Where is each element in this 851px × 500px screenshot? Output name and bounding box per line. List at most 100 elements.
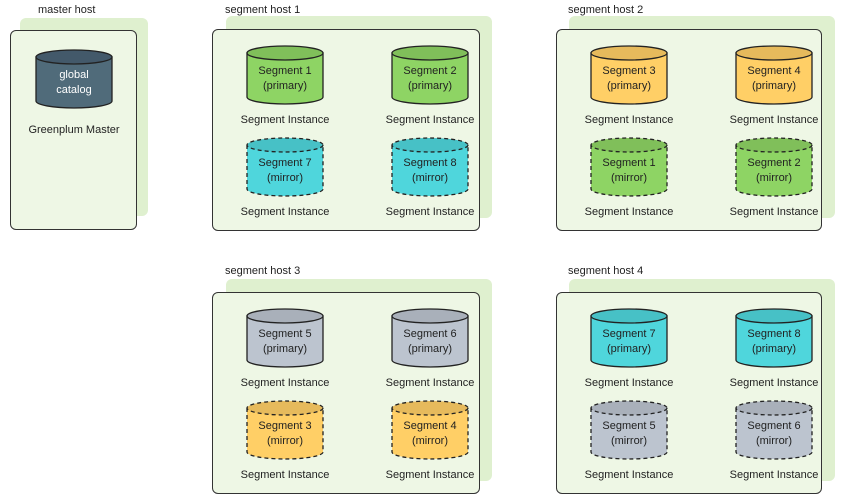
segment-instance: Segment 7(mirror)Segment Instance [235, 136, 335, 218]
segment-instance: Segment 7(primary)Segment Instance [579, 307, 679, 389]
segment-label: Segment 4(mirror) [380, 419, 480, 449]
primary-cylinder-icon [735, 308, 813, 368]
segment-name: Segment 2 [747, 157, 801, 169]
cylinder-top [246, 308, 324, 324]
segment-instance: Segment 3(primary) Segment Instance [579, 44, 679, 126]
segment-role: (mirror) [411, 172, 449, 184]
master-catalog-line2: catalog [56, 84, 92, 96]
cylinder-top [246, 137, 324, 153]
cylinder-body [735, 315, 813, 368]
cylinder-top [590, 400, 668, 416]
cylinder-top [735, 45, 813, 61]
cylinder-body [590, 407, 668, 460]
segment-label: Segment 5(primary) [235, 327, 335, 357]
segment-instance-caption: Segment Instance [729, 377, 819, 389]
segment-role: (primary) [263, 343, 307, 355]
segment-instance-caption: Segment Instance [385, 469, 475, 481]
segment-name: Segment 4 [747, 65, 801, 77]
segment-instance-caption: Segment Instance [729, 114, 819, 126]
mirror-cylinder-icon [391, 137, 469, 197]
cylinder-top [735, 308, 813, 324]
segment-label: Segment 3(primary) [579, 64, 679, 94]
segment-instance: Segment 8(mirror)Segment Instance [380, 136, 480, 218]
cylinder-top [246, 400, 324, 416]
cylinder-body [391, 407, 469, 460]
cylinder-body [391, 315, 469, 368]
segment-instance: Segment 2(mirror)Segment Instance [724, 136, 824, 218]
mirror-cylinder-icon [590, 137, 668, 197]
cylinder-body [590, 315, 668, 368]
segment-label: Segment 2 (primary) [380, 64, 480, 94]
primary-cylinder-icon [735, 45, 813, 105]
segment-role: (mirror) [610, 435, 648, 447]
segment-label: Segment 1(mirror) [579, 156, 679, 186]
cylinder-body [391, 52, 469, 105]
cylinder-top [391, 137, 469, 153]
segment-label: Segment 7(mirror) [235, 156, 335, 186]
segment-instance: Segment 4 (primary) Segment Instance [724, 44, 824, 126]
segment-name: Segment 1 [258, 65, 312, 77]
segment-name: Segment 6 [747, 420, 801, 432]
segment-name: Segment 2 [403, 65, 457, 77]
cylinder-body [246, 407, 324, 460]
segment-label: Segment 8 (mirror) [380, 156, 480, 186]
cylinder-top [590, 45, 668, 61]
cylinder-body [590, 144, 668, 197]
segment-instance: Segment 5(mirror)Segment Instance [579, 399, 679, 481]
segment-host-3-title: segment host 3 [225, 265, 301, 277]
mirror-cylinder-icon [246, 400, 324, 460]
master-cylinder-body [35, 56, 113, 109]
cylinder-top [735, 137, 813, 153]
mirror-cylinder-icon [246, 137, 324, 197]
mirror-cylinder-icon [735, 137, 813, 197]
segment-name: Segment 7 [258, 157, 312, 169]
master-instance: global catalog Greenplum Master [24, 48, 124, 136]
segment-instance-caption: Segment Instance [240, 377, 330, 389]
primary-cylinder-icon [246, 308, 324, 368]
segment-name: Segment 1 [602, 157, 656, 169]
segment-label: Segment 6 (mirror) [724, 419, 824, 449]
segment-instance: Segment 1(primary) Segment Instance [235, 44, 335, 126]
primary-cylinder-icon [391, 308, 469, 368]
cylinder-body [246, 52, 324, 105]
segment-role: (primary) [408, 343, 452, 355]
cylinder-body [246, 144, 324, 197]
segment-instance-caption: Segment Instance [240, 114, 330, 126]
segment-role: (mirror) [755, 435, 793, 447]
segment-instance-caption: Segment Instance [584, 377, 674, 389]
segment-instance-caption: Segment Instance [584, 469, 674, 481]
primary-cylinder-icon [590, 45, 668, 105]
segment-role: (primary) [752, 343, 796, 355]
cylinder-body [735, 144, 813, 197]
segment-role: (mirror) [755, 172, 793, 184]
segment-role: (primary) [752, 80, 796, 92]
segment-instance: Segment 6 (mirror) Segment Instance [724, 399, 824, 481]
segment-label: Segment 2 (mirror) [724, 156, 824, 186]
segment-instance-caption: Segment Instance [729, 469, 819, 481]
cylinder-body [735, 407, 813, 460]
segment-name: Segment 3 [258, 420, 312, 432]
mirror-cylinder-icon [590, 400, 668, 460]
segment-name: Segment 8 [403, 157, 457, 169]
segment-host-2-title: segment host 2 [568, 4, 644, 16]
segment-label: Segment 1(primary) [235, 64, 335, 94]
segment-instance-caption: Segment Instance [385, 114, 475, 126]
mirror-cylinder-icon [391, 400, 469, 460]
segment-instance: Segment 1(mirror)Segment Instance [579, 136, 679, 218]
primary-cylinder-icon [246, 45, 324, 105]
segment-instance: Segment 6(primary)Segment Instance [380, 307, 480, 389]
segment-role: (primary) [408, 80, 452, 92]
segment-host-1-title: segment host 1 [225, 4, 301, 16]
master-cylinder-top [35, 49, 113, 65]
master-cylinder-icon [35, 49, 113, 109]
cylinder-top [391, 308, 469, 324]
segment-name: Segment 4 [403, 420, 457, 432]
cylinder-body [735, 52, 813, 105]
segment-instance: Segment 2 (primary) Segment Instance [380, 44, 480, 126]
segment-label: Segment 6(primary) [380, 327, 480, 357]
segment-instance-caption: Segment Instance [584, 114, 674, 126]
